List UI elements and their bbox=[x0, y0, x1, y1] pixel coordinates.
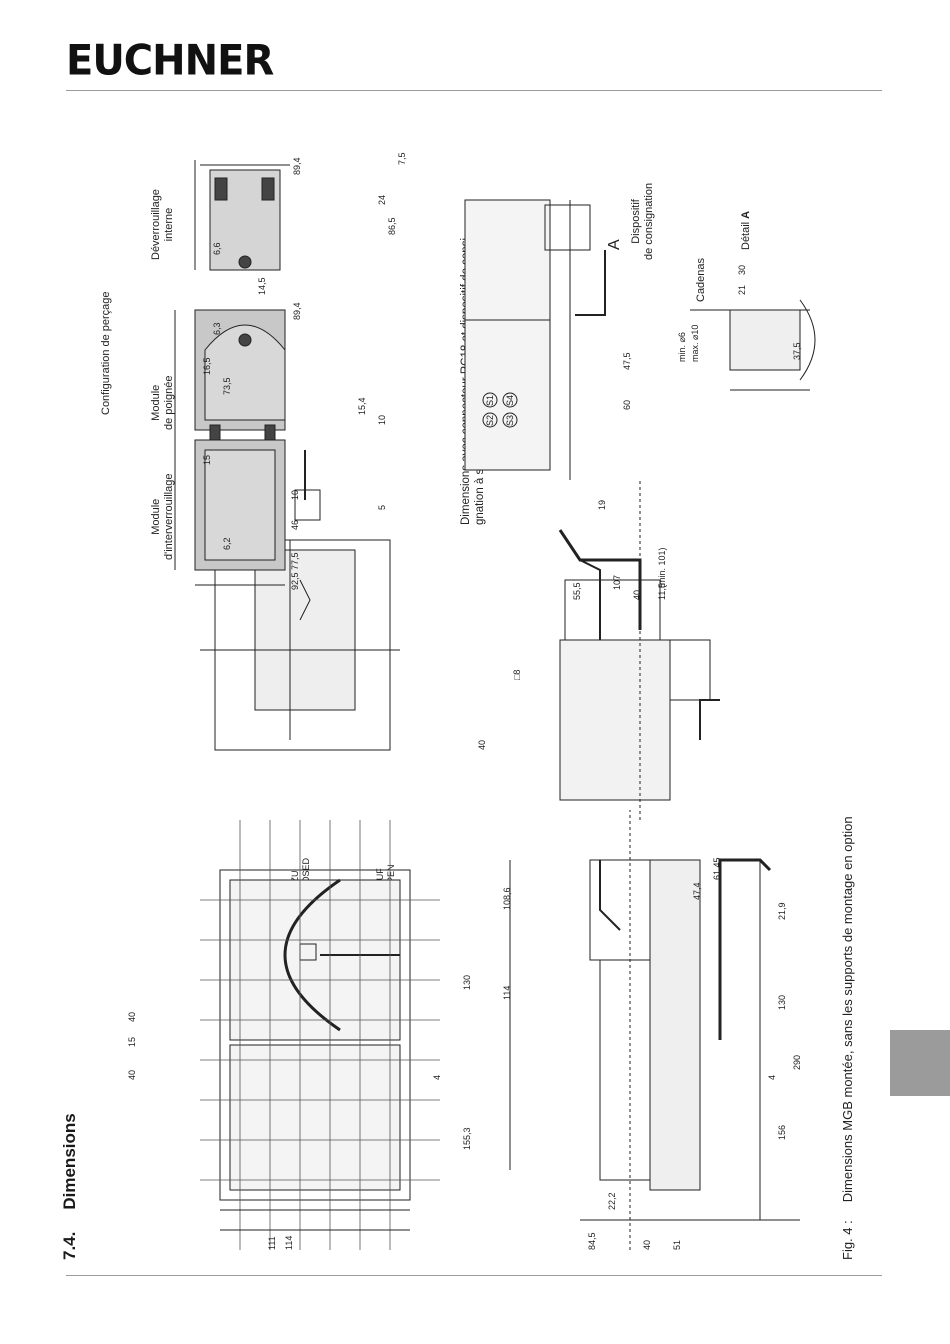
dim-154: 15,4 bbox=[357, 397, 367, 415]
dim-475: 47,5 bbox=[622, 352, 632, 370]
dim-4b: 4 bbox=[767, 1075, 777, 1080]
drilling-drawing bbox=[174, 309, 286, 586]
dim-130a: 130 bbox=[462, 975, 472, 990]
label-s3: S3 bbox=[505, 415, 515, 426]
dim-40a: 40 bbox=[127, 1070, 137, 1080]
detail-a-drawing bbox=[690, 299, 816, 391]
dim-155: 155,3 bbox=[462, 1127, 472, 1150]
dim-40b: 40 bbox=[127, 1012, 137, 1022]
euchner-logo: EUCHNER bbox=[66, 36, 274, 86]
profile-drawing bbox=[200, 450, 400, 751]
dim-474: 47,4 bbox=[692, 882, 702, 900]
internal-release-drawing bbox=[194, 160, 290, 271]
dim-735: 73,5 bbox=[222, 377, 232, 395]
technical-drawings: 111 114 40 15 40 130 4 155,3 108,6 114 2… bbox=[127, 152, 816, 1250]
dim-8: □8 bbox=[512, 670, 522, 680]
dim-66: 6,6 bbox=[212, 242, 222, 255]
dim-40e: 40 bbox=[632, 590, 642, 600]
side-view-drawing bbox=[580, 810, 800, 1250]
dim-46: 46 bbox=[290, 520, 300, 530]
dim-40d: 40 bbox=[477, 740, 487, 750]
dim-21: 21 bbox=[737, 285, 747, 295]
dim-15b: 15 bbox=[202, 455, 212, 465]
dim-775: 77,5 bbox=[290, 552, 300, 570]
dim-114: 114 bbox=[284, 1236, 294, 1250]
dim-4a: 4 bbox=[432, 1075, 442, 1080]
dim-156: 156 bbox=[777, 1125, 787, 1140]
switch-labels: S1 S2 S4 S3 bbox=[485, 395, 515, 426]
dim-107: 107 bbox=[612, 575, 622, 590]
dim-219: 21,9 bbox=[777, 902, 787, 920]
dim-108: 108,6 bbox=[502, 887, 512, 910]
dim-10b: 10 bbox=[377, 415, 387, 425]
front-view-drawing bbox=[200, 820, 511, 1250]
dim-165: 16,5 bbox=[202, 357, 212, 375]
rotated-content: 7.4.Dimensions Fig. 4 :Dimensions MGB mo… bbox=[40, 100, 880, 1260]
dim-63: 6,3 bbox=[212, 322, 222, 335]
dim-114b: 114 bbox=[502, 986, 512, 1000]
dim-51: 51 bbox=[672, 1240, 682, 1250]
dim-30: 30 bbox=[737, 265, 747, 275]
dim-75: 7,5 bbox=[397, 152, 407, 165]
dim-375: 37,5 bbox=[792, 342, 802, 360]
handle-side-drawing bbox=[558, 480, 720, 820]
dim-925: 92,5 bbox=[290, 572, 300, 590]
dim-19: 19 bbox=[597, 500, 607, 510]
dim-894a: 89,4 bbox=[292, 302, 302, 320]
label-s1: S1 bbox=[485, 395, 495, 406]
dim-290: 290 bbox=[792, 1055, 802, 1070]
dim-894b: 89,4 bbox=[292, 157, 302, 175]
dim-101: (min. 101) bbox=[657, 547, 667, 588]
chapter-tab bbox=[890, 1030, 950, 1096]
dim-845: 84,5 bbox=[587, 1232, 597, 1250]
footer-rule bbox=[66, 1275, 882, 1276]
dim-222: 22,2 bbox=[607, 1192, 617, 1210]
dim-130b: 130 bbox=[777, 995, 787, 1010]
dim-115: 11,5 bbox=[657, 583, 667, 600]
label-s2: S2 bbox=[485, 415, 495, 426]
header-rule bbox=[66, 90, 882, 91]
dim-60: 60 bbox=[622, 400, 632, 410]
dim-111: 111 bbox=[267, 1236, 277, 1250]
dim-145: 14,5 bbox=[257, 277, 267, 295]
dim-15: 15 bbox=[127, 1037, 137, 1047]
dim-24: 24 bbox=[377, 195, 387, 205]
rc18-drawing bbox=[464, 199, 606, 480]
dimension-labels: 111 114 40 15 40 130 4 155,3 108,6 114 2… bbox=[127, 152, 802, 1250]
dim-865: 86,5 bbox=[387, 217, 397, 235]
dim-6145: 61,45 bbox=[712, 857, 722, 880]
label-s4: S4 bbox=[505, 395, 515, 406]
dim-10a: 10 bbox=[290, 490, 300, 500]
dim-5: 5 bbox=[377, 505, 387, 510]
dim-62: 6,2 bbox=[222, 537, 232, 550]
dim-40c: 40 bbox=[642, 1240, 652, 1250]
dim-555: 55,5 bbox=[572, 582, 582, 600]
